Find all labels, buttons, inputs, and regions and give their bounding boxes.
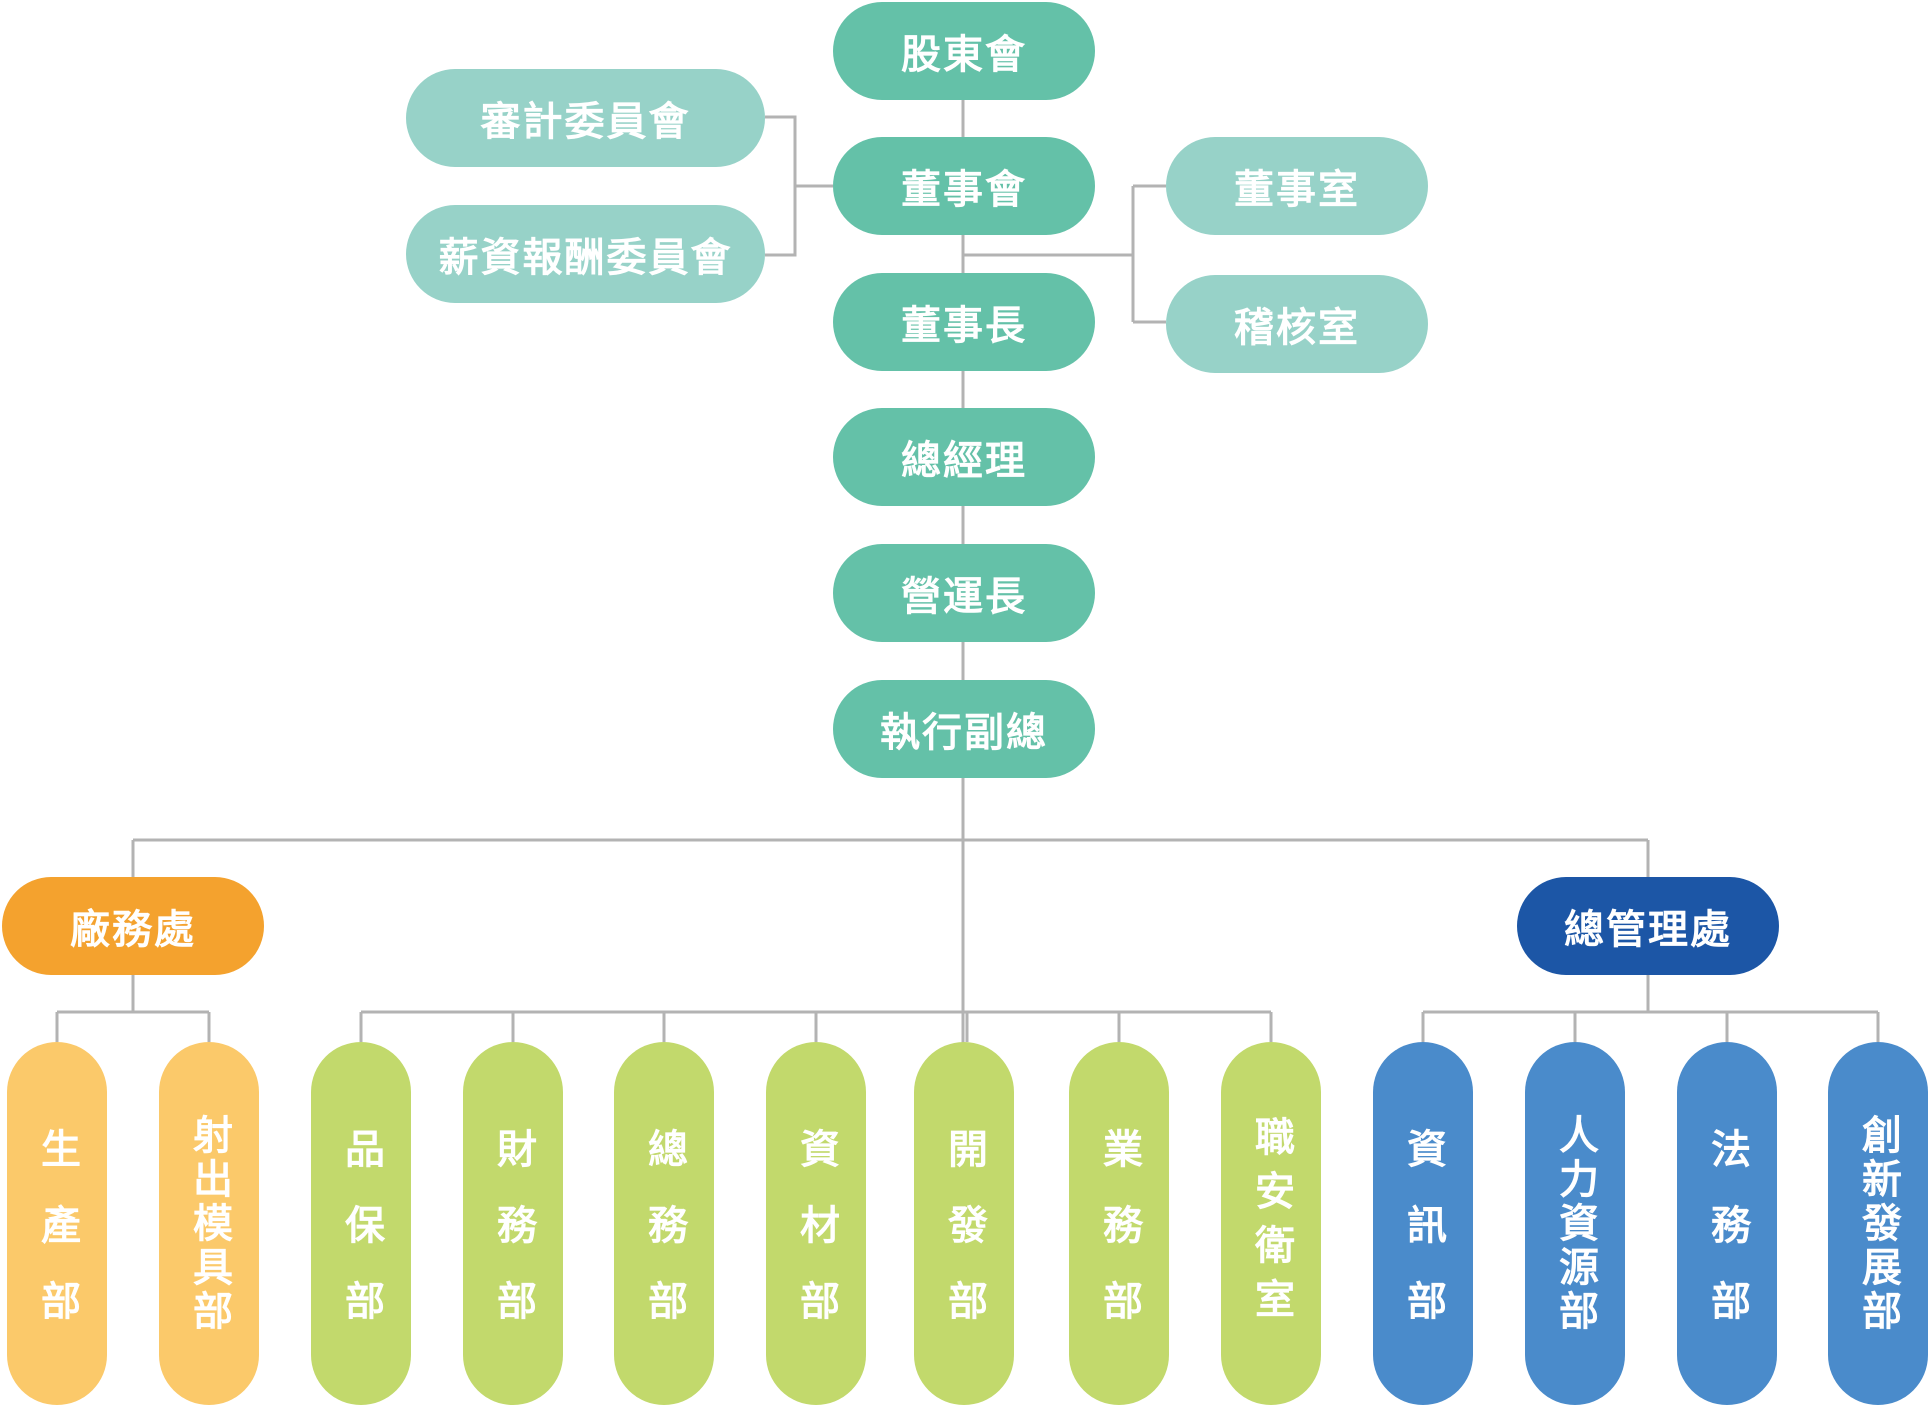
dept-quality-label: 品保部: [338, 1127, 384, 1356]
board-office-label: 董事室: [1234, 167, 1360, 213]
dept-development: 開發部: [914, 1042, 1014, 1405]
dept-quality: 品保部: [311, 1042, 411, 1405]
general-manager-node: 總經理: [833, 408, 1095, 506]
dept-general-affairs: 總務部: [614, 1042, 714, 1405]
dept-safety: 職安衛室: [1221, 1042, 1321, 1405]
chairman-node: 董事長: [833, 273, 1095, 371]
audit-committee-label: 審計委員會: [480, 99, 691, 145]
dept-sales-label: 業務部: [1096, 1127, 1142, 1356]
dept-sales: 業務部: [1069, 1042, 1169, 1405]
dept-legal: 法務部: [1677, 1042, 1777, 1405]
coo-label: 營運長: [901, 574, 1027, 620]
dept-finance-label: 財務部: [490, 1127, 536, 1356]
office-connector: [963, 184, 1166, 324]
dept-it-label: 資訊部: [1400, 1127, 1446, 1356]
evp-node: 執行副總: [833, 680, 1095, 778]
dept-legal-label: 法務部: [1704, 1127, 1750, 1356]
division-connector: [131, 838, 1650, 877]
general-manager-label: 總經理: [901, 438, 1027, 484]
shareholders-label: 股東會: [901, 32, 1027, 78]
audit-office-label: 稽核室: [1234, 305, 1360, 351]
dept-hr-label: 人力資源部: [1552, 1113, 1598, 1334]
dept-development-label: 開發部: [941, 1127, 987, 1356]
admin-division-node: 總管理處: [1517, 877, 1779, 975]
factory-division-node: 廠務處: [2, 877, 264, 975]
evp-label: 執行副總: [880, 710, 1048, 756]
chairman-label: 董事長: [901, 303, 1027, 349]
committee-connector: [765, 115, 833, 257]
board-office-node: 董事室: [1166, 137, 1428, 235]
dept-materials: 資材部: [766, 1042, 866, 1405]
compensation-committee-label: 薪資報酬委員會: [438, 235, 733, 281]
dept-injection-mold: 射出模具部: [159, 1042, 259, 1405]
dept-innovation: 創新發展部: [1828, 1042, 1928, 1405]
dept-production: 生產部: [7, 1042, 107, 1405]
admin-division-label: 總管理處: [1564, 907, 1732, 953]
dept-safety-label: 職安衛室: [1248, 1115, 1294, 1332]
dept-materials-label: 資材部: [793, 1127, 839, 1356]
audit-committee-node: 審計委員會: [406, 69, 765, 167]
dept-innovation-label: 創新發展部: [1855, 1113, 1901, 1334]
compensation-committee-node: 薪資報酬委員會: [406, 205, 765, 303]
dept-production-label: 生產部: [34, 1127, 80, 1356]
dept-injection-mold-label: 射出模具部: [186, 1113, 232, 1334]
board-node: 董事會: [833, 137, 1095, 235]
dept-hr: 人力資源部: [1525, 1042, 1625, 1405]
middle-dept-connector: [359, 1010, 1273, 1042]
board-label: 董事會: [901, 167, 1027, 213]
factory-dept-connector: [55, 975, 211, 1042]
coo-node: 營運長: [833, 544, 1095, 642]
admin-dept-connector: [1421, 975, 1880, 1042]
dept-it: 資訊部: [1373, 1042, 1473, 1405]
factory-division-label: 廠務處: [70, 907, 196, 953]
shareholders-node: 股東會: [833, 2, 1095, 100]
dept-finance: 財務部: [463, 1042, 563, 1405]
dept-general-affairs-label: 總務部: [641, 1127, 687, 1356]
audit-office-node: 稽核室: [1166, 275, 1428, 373]
